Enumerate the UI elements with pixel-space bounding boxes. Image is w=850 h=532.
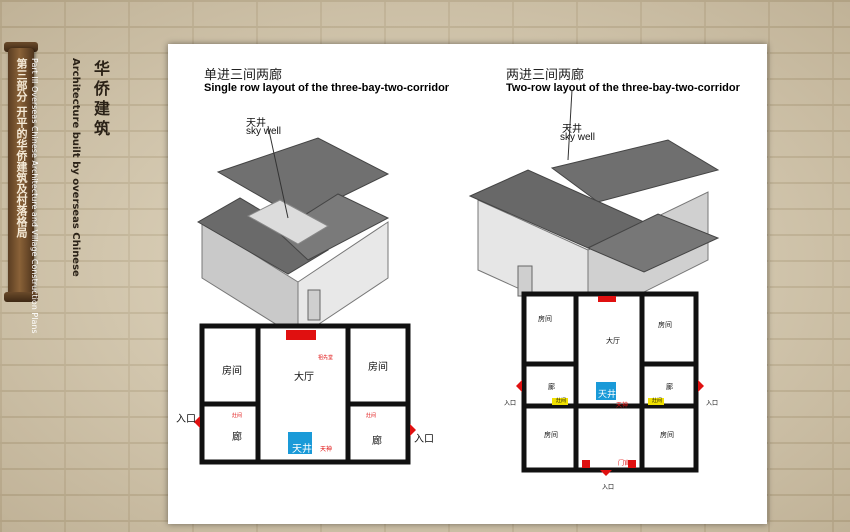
left-plan-entrance-left: 入口 (176, 414, 196, 425)
left-plan-room-left: 房间 (222, 366, 242, 377)
sidebar-scroll (8, 48, 34, 296)
left-skywell-en: sky well (246, 126, 282, 137)
right-plan-room-br: 房间 (660, 431, 674, 439)
left-plan-hall: 大厅 (294, 372, 314, 383)
left-plan-entrance-right: 入口 (414, 434, 434, 445)
right-skywell-en: sky well (560, 132, 596, 143)
left-skywell-cn: 天井 (246, 118, 266, 129)
left-house-door (307, 289, 321, 321)
scroll-bottom-cap (4, 292, 38, 302)
section-title-en: Architecture built by overseas Chinese (70, 58, 81, 277)
left-house-skywell-opening (246, 199, 330, 245)
right-plan-entrance-bottom: 入口 (602, 484, 615, 491)
right-plan-door-mark-r (628, 460, 636, 468)
section-title-cn: 华侨建筑 (91, 60, 110, 140)
right-plan-hall: 大厅 (606, 337, 620, 345)
right-house-wing-roof (586, 213, 720, 273)
right-plan-skywell (596, 382, 616, 400)
right-plan-entrance-arrow-right (698, 380, 704, 392)
right-plan-corridor-l: 廊 (548, 383, 555, 391)
right-skywell-cn: 天井 (562, 124, 582, 135)
left-plan-altar-text: 祖先堂 (318, 355, 334, 361)
right-plan-tianshen: 天神 (616, 402, 629, 409)
left-plan-tianshen: 天神 (320, 446, 333, 453)
left-house-right-roof (277, 193, 390, 261)
right-plan-skywell-label: 天井 (598, 390, 617, 400)
left-plan-corridor-left: 廊 (232, 432, 242, 443)
right-plan-entrance-arrow-bottom (600, 470, 612, 476)
left-plan-entrance-arrow-right (410, 424, 416, 436)
right-plan-altar (598, 296, 616, 302)
right-plan-stove-r-mark (648, 398, 664, 405)
right-floor-plan (516, 291, 704, 476)
right-plan-room-bl: 房间 (544, 431, 558, 439)
left-title-cn: 单进三间两廊 (204, 68, 283, 83)
scroll-top-cap (4, 42, 38, 52)
right-plan-door-mark-l (582, 460, 590, 468)
content-panel: 单进三间两廊 Single row layout of the three-ba… (168, 44, 767, 524)
left-house-back-roof (216, 137, 390, 219)
left-skywell-pointer (267, 125, 289, 219)
right-plan-stove-l: 灶间 (556, 398, 567, 404)
left-plan-altar (286, 330, 316, 340)
right-plan-entrance-arrow-left (516, 380, 522, 392)
left-plan-corridor-right: 廊 (372, 436, 382, 447)
left-house-3d (196, 125, 390, 339)
left-plan-skywell-label: 天井 (292, 444, 312, 455)
left-plan-entrance-arrow-left (194, 416, 200, 428)
right-plan-stove-l-mark (552, 398, 568, 405)
right-plan-corridor-r: 廊 (666, 383, 673, 391)
right-plan-door: 门官 (618, 460, 631, 467)
right-plan-room-tl: 房间 (538, 315, 552, 323)
left-title-en: Single row layout of the three-bay-two-c… (204, 82, 450, 94)
right-plan-stove-r: 灶间 (652, 398, 663, 404)
left-plan-stove-right: 灶间 (366, 413, 377, 419)
right-plan-entrance-right: 入口 (706, 400, 719, 407)
right-title-cn: 两进三间两廊 (506, 68, 585, 83)
left-plan-skywell (288, 432, 312, 454)
part-title-en: Part III Overseas Chinese Architecture a… (30, 58, 39, 334)
right-title-en: Two-row layout of the three-bay-two-corr… (506, 82, 740, 94)
left-plan-room-right: 房间 (368, 362, 388, 373)
right-skywell-pointer (567, 89, 573, 161)
right-plan-room-tr: 房间 (658, 321, 672, 329)
right-house-3d (468, 89, 720, 321)
right-house-back-roof (550, 139, 720, 203)
left-floor-plan (194, 323, 416, 465)
left-plan-stove-left: 灶间 (232, 413, 243, 419)
right-plan-entrance-left: 入口 (504, 400, 517, 407)
part-title-cn: 第三部分 开平的华侨建筑及村落格局 (15, 58, 28, 238)
